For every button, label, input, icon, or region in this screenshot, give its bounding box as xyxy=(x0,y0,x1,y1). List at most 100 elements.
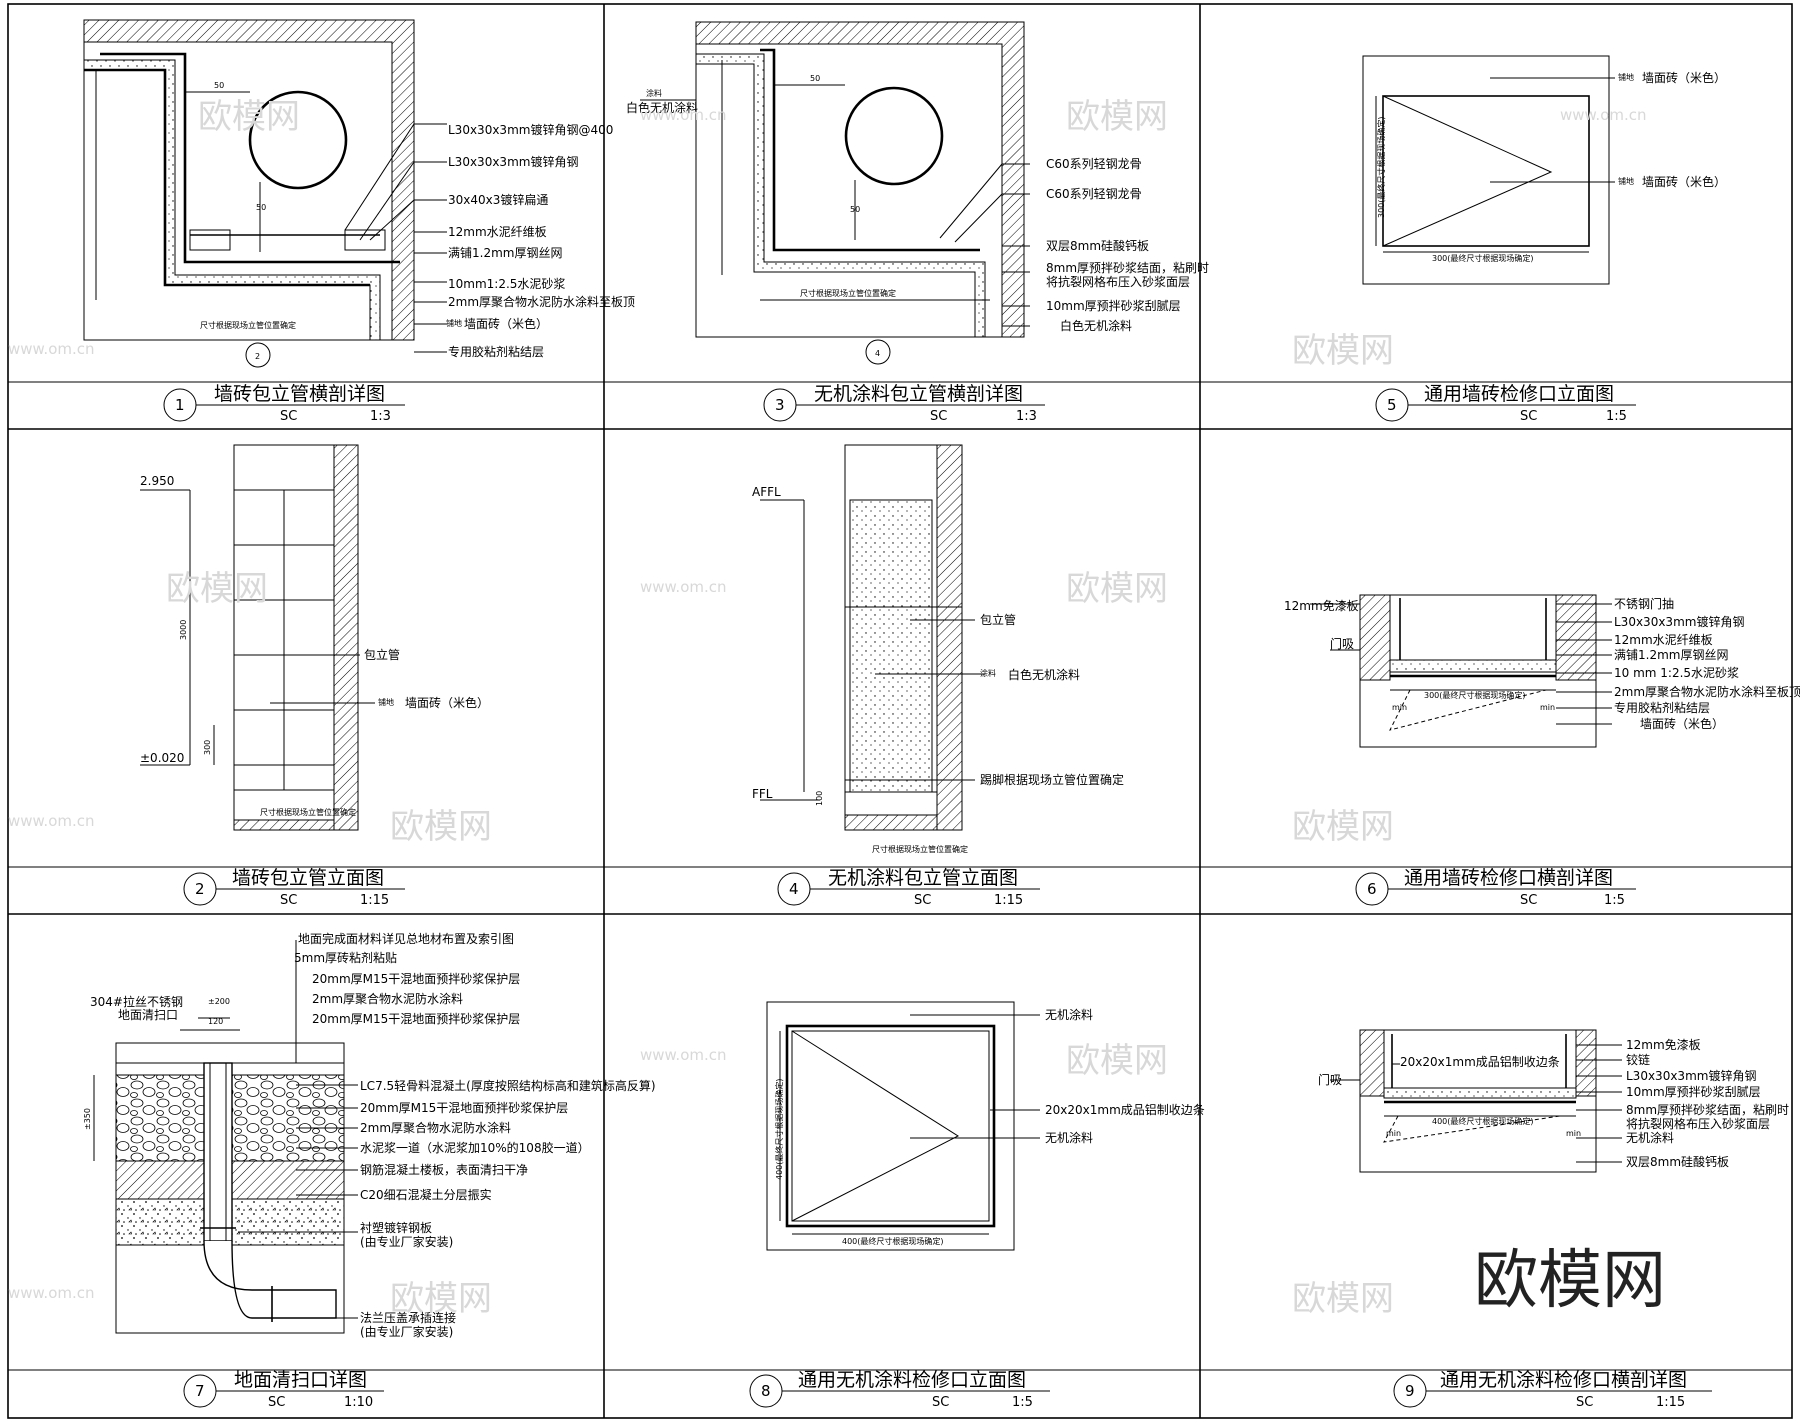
watermark-url-3: www.om.cn xyxy=(1560,106,1647,124)
p3-label-4: 8mm厚预拌砂浆结面，粘刷时 xyxy=(1046,260,1209,275)
watermark-9: 欧模网 xyxy=(390,1279,492,1319)
p8-label-1: 20x20x1mm成品铝制收边条 xyxy=(1045,1102,1205,1117)
panel-3-drawing: 尺寸根据现场立管位置确定 xyxy=(640,21,1030,365)
p6-label-5: 满铺1.2mm厚钢丝网 xyxy=(1614,648,1728,662)
p7-title: 地面清扫口详图 xyxy=(234,1369,367,1391)
p5-dim-0: 300(最终尺寸根据现场确定) xyxy=(1432,253,1534,263)
p5-dim-1: 300(最终尺寸根据现场确定) xyxy=(1376,116,1386,218)
p7-dim-0: ±200 xyxy=(208,997,230,1006)
p9-label-5: 将抗裂网格布压入砂浆面层 xyxy=(1626,1116,1770,1131)
p3-tag: 涂料 xyxy=(646,88,662,98)
p9-label-0: 12mm免漆板 xyxy=(1626,1037,1701,1052)
p6-label-8: 专用胶粘剂粘结层 xyxy=(1614,700,1710,715)
p7-label-1: 5mm厚砖粘剂粘贴 xyxy=(294,950,397,965)
watermarks: 欧模网 欧模网 欧模网 欧模网 欧模网 欧模网 欧模网 欧模网 欧模网 欧模网 … xyxy=(8,97,1647,1319)
watermark-2: 欧模网 xyxy=(1066,97,1168,137)
p7-label-3: 2mm厚聚合物水泥防水涂料 xyxy=(312,991,463,1006)
p6-scale: 1:5 xyxy=(1604,893,1625,908)
p2-scale: 1:15 xyxy=(360,893,389,908)
p6-label-3: L30x30x3mm镀锌角钢 xyxy=(1614,615,1744,629)
p7-label-5: LC7.5轻骨料混凝土(厚度按照结构标高和建筑标高反算) xyxy=(360,1078,656,1093)
p7-dim-2: ±350 xyxy=(83,1108,92,1130)
p1-label-1: L30x30x3mm镀锌角钢 xyxy=(448,155,578,169)
p6-label-1: 门吸 xyxy=(1330,636,1354,651)
p1-dim-0: 50 xyxy=(214,81,224,90)
p4-label-0: 包立管 xyxy=(980,612,1016,627)
svg-text:尺寸根据现场立管位置确定: 尺寸根据现场立管位置确定 xyxy=(260,807,356,817)
p3-scale: 1:3 xyxy=(1016,409,1037,424)
p3-scale-label: SC xyxy=(930,409,947,424)
p1-label-2: 30x40x3镀锌扁通 xyxy=(448,193,548,207)
p3-dim-0: 50 xyxy=(810,74,820,83)
watermark-url-2: www.om.cn xyxy=(640,106,727,124)
p9-dim-2: min xyxy=(1566,1129,1581,1138)
p1-label-5: 10mm1:2.5水泥砂浆 xyxy=(448,276,565,291)
p9-label-7: 双层8mm硅酸钙板 xyxy=(1626,1154,1729,1169)
p6-label-0: 12mm免漆板 xyxy=(1284,598,1359,613)
p3-label-2: C60系列轻钢龙骨 xyxy=(1046,187,1142,201)
p2-dim-1: 300 xyxy=(203,740,212,755)
p2-label-1: 墙面砖（米色） xyxy=(405,695,489,710)
svg-text:尺寸根据现场立管位置确定: 尺寸根据现场立管位置确定 xyxy=(872,844,968,854)
p3-label-1: C60系列轻钢龙骨 xyxy=(1046,157,1142,171)
p4-label-1: 白色无机涂料 xyxy=(1008,667,1080,682)
p7-label-7: 2mm厚聚合物水泥防水涂料 xyxy=(360,1120,511,1135)
svg-text:尺寸根据现场立管位置确定: 尺寸根据现场立管位置确定 xyxy=(200,320,296,330)
p9-label-6: 无机涂料 xyxy=(1626,1130,1674,1145)
p2-level-0: 2.950 xyxy=(140,474,174,488)
p7-scale-label: SC xyxy=(268,1395,285,1410)
p3-label-6: 10mm厚预拌砂浆刮腻层 xyxy=(1046,298,1181,313)
p9-label-3: 10mm厚预拌砂浆刮腻层 xyxy=(1626,1084,1761,1099)
p4-tag: 涂料 xyxy=(980,668,996,678)
p8-label-2: 无机涂料 xyxy=(1045,1130,1093,1145)
p5-title: 通用墙砖检修口立面图 xyxy=(1424,383,1614,405)
p7-label-4: 20mm厚M15干混地面预拌砂浆保护层 xyxy=(312,1011,520,1026)
watermark-7: 欧模网 xyxy=(1292,807,1394,847)
p3-marker: 4 xyxy=(875,349,880,358)
p1-dim-1: 50 xyxy=(256,203,266,212)
p8-label-0: 无机涂料 xyxy=(1045,1007,1093,1022)
p1-label-3: 12mm水泥纤维板 xyxy=(448,225,547,239)
p3-label-3: 双层8mm硅酸钙板 xyxy=(1046,238,1149,253)
watermark-3: 欧模网 xyxy=(1292,331,1394,371)
p1-label-7: 墙面砖（米色） xyxy=(464,316,548,331)
p7-label-8: 水泥浆一道（水泥浆加10%的108胶一道） xyxy=(360,1140,590,1155)
p7-label-11: 衬塑镀锌钢板 xyxy=(360,1220,432,1235)
p1-label-4: 满铺1.2mm厚钢丝网 xyxy=(448,246,562,260)
brand-logo-text: 欧模网 xyxy=(1474,1244,1666,1318)
watermark-url-6: www.om.cn xyxy=(640,1046,727,1064)
p4-label-2: 踢脚根据现场立管位置确定 xyxy=(980,772,1124,787)
watermark-url-5: www.om.cn xyxy=(8,812,95,830)
p2-title: 墙砖包立管立面图 xyxy=(232,867,384,889)
p6-title: 通用墙砖检修口横剖详图 xyxy=(1404,867,1613,889)
p2-label-0: 包立管 xyxy=(364,647,400,662)
p9-dim-1: min xyxy=(1386,1129,1401,1138)
p9-label-2: L30x30x3mm镀锌角钢 xyxy=(1626,1069,1756,1083)
p7-dim-1: 120 xyxy=(208,1017,223,1026)
p8-dim-0: 400(最终尺寸根据现场确定) xyxy=(842,1236,944,1246)
p7-scale: 1:10 xyxy=(344,1395,373,1410)
watermark-8: 欧模网 xyxy=(1066,1041,1168,1081)
p9-label-4: 8mm厚预拌砂浆结面，粘刷时 xyxy=(1626,1102,1789,1117)
p7-label-9: 钢筋混凝土楼板，表面清扫干净 xyxy=(360,1162,528,1177)
p4-title: 无机涂料包立管立面图 xyxy=(828,867,1018,889)
panel-7-drawing xyxy=(93,940,358,1334)
p9-number: 9 xyxy=(1405,1382,1415,1400)
p3-dim-1: 50 xyxy=(850,205,860,214)
p4-level-1: FFL xyxy=(752,787,773,801)
p5-scale: 1:5 xyxy=(1606,409,1627,424)
p8-scale-label: SC xyxy=(932,1395,949,1410)
p2-scale-label: SC xyxy=(280,893,297,908)
p7-label-13: 法兰压盖承插连接 xyxy=(360,1310,456,1325)
p6-label-2: 不锈钢门抽 xyxy=(1614,596,1674,611)
p2-level-1: ±0.020 xyxy=(140,751,184,765)
p9-scale-label: SC xyxy=(1576,1395,1593,1410)
watermark-1: 欧模网 xyxy=(198,97,300,137)
p6-label-9: 墙面砖（米色） xyxy=(1640,716,1724,731)
p8-scale: 1:5 xyxy=(1012,1395,1033,1410)
p9-side-0: 20x20x1mm成品铝制收边条 xyxy=(1400,1054,1560,1069)
p7-side-1: 地面清扫口 xyxy=(118,1008,178,1022)
watermark-4: 欧模网 xyxy=(166,569,268,609)
watermark-10: 欧模网 xyxy=(1292,1279,1394,1319)
